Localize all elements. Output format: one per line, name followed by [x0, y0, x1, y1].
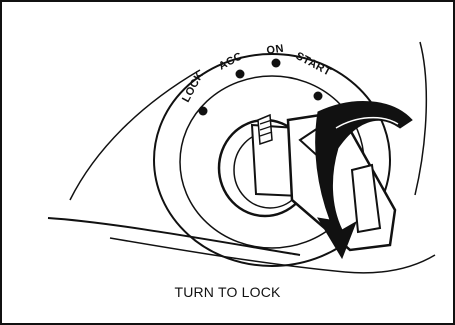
column-right-outline [415, 42, 426, 195]
figure-caption: TURN TO LOCK [0, 284, 455, 300]
start-position-label: START [294, 50, 334, 79]
on-position-label: ON [266, 43, 285, 57]
column-outline-curve [70, 70, 200, 200]
panel-right-edge [345, 255, 435, 273]
start-position-dot [314, 92, 323, 101]
lock-position-label: LOCK [180, 69, 206, 104]
acc-position-dot [236, 70, 245, 79]
lock-position-dot [199, 107, 208, 116]
panel-bottom-edge [48, 218, 300, 255]
acc-position-label: ACC [217, 50, 245, 72]
on-position-dot [272, 59, 281, 68]
